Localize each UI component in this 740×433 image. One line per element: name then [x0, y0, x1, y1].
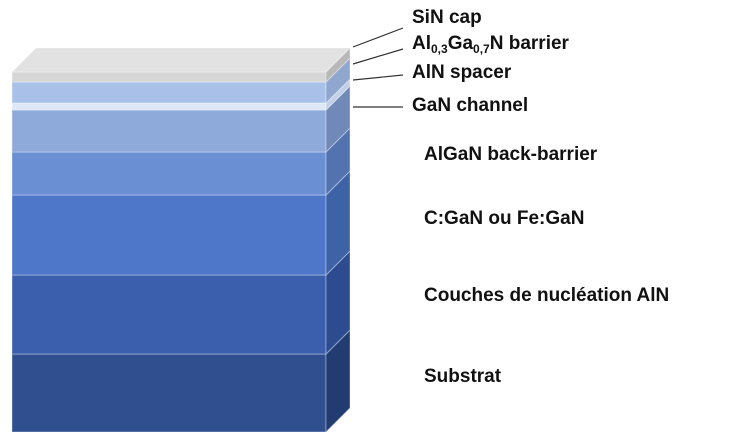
label-barrier-ga: Ga	[447, 33, 474, 54]
label-barrier-ga-fraction: 0,7	[473, 42, 490, 56]
layer-back-barrier-front	[11, 151, 327, 196]
layer-back-barrier	[11, 126, 351, 197]
layer-nucleation-front	[11, 274, 327, 355]
layer-nucleation	[11, 249, 351, 356]
label-barrier-rest: N barrier	[489, 33, 569, 54]
layer-gan-channel-front	[11, 109, 327, 153]
leader-line-aln-spacer	[352, 74, 404, 81]
layer-sin-cap-front	[11, 71, 327, 83]
label-buffer: C:GaN ou Fe:GaN	[424, 208, 585, 229]
label-barrier-al-fraction: 0,3	[431, 42, 448, 56]
label-nucleation: Couches de nucléation AlN	[424, 285, 670, 306]
label-back-barrier: AlGaN back-barrier	[424, 144, 598, 165]
layer-buffer-front	[11, 194, 327, 276]
leader-line-sin-cap	[352, 27, 404, 48]
label-aln-spacer: AlN spacer	[412, 62, 512, 83]
layer-substrat-front	[11, 353, 327, 433]
label-sin-cap: SiN cap	[412, 7, 482, 28]
label-gan-channel: GaN channel	[412, 95, 529, 116]
leader-line-barrier	[352, 48, 404, 65]
layer-aln-spacer-front	[11, 102, 327, 111]
layer-algan-barrier	[11, 56, 351, 105]
label-barrier: Al0,3Ga0,7N barrier	[412, 33, 569, 56]
layer-sin-cap	[10, 46, 352, 84]
layer-substrat	[11, 328, 351, 433]
layer-sin-cap-top	[10, 47, 352, 73]
label-substrate: Substrat	[424, 366, 502, 387]
layer-algan-barrier-front	[11, 81, 327, 104]
label-barrier-al: Al	[412, 33, 431, 54]
